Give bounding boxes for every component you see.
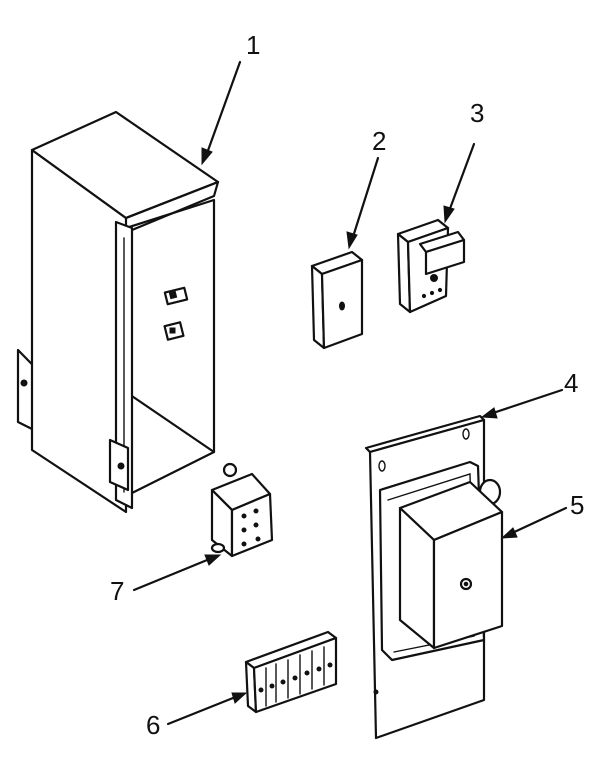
- arrowhead-icon: [346, 231, 358, 250]
- callout-3: 3: [470, 98, 484, 128]
- leader-line-7: [132, 556, 214, 592]
- leader-line-2: [350, 156, 380, 242]
- callout-4: 4: [564, 368, 578, 398]
- arrowhead-icon: [500, 527, 518, 539]
- callout-2: 2: [372, 126, 386, 156]
- callout-7: 7: [110, 576, 124, 606]
- leader-lines: [132, 60, 568, 726]
- arrowhead-icon: [480, 407, 498, 419]
- arrowhead-icon: [204, 554, 222, 566]
- arrowhead-icon: [201, 147, 213, 166]
- arrowhead-icon: [231, 692, 248, 704]
- leader-line-3: [446, 142, 476, 216]
- part-1-cabinet-housing: [16, 110, 220, 514]
- part-2-relay: [310, 250, 364, 350]
- leader-line-6: [166, 694, 240, 726]
- callout-labels: 1 2 3 4 5 6 7: [110, 30, 584, 740]
- terminal-screws: [258, 646, 333, 707]
- callout-1: 1: [246, 30, 260, 60]
- callout-5: 5: [570, 490, 584, 520]
- leader-line-4: [488, 388, 564, 416]
- arrowhead-icon: [443, 205, 455, 224]
- part-5-transformer: [378, 460, 504, 662]
- callout-6: 6: [146, 710, 160, 740]
- part-7-relay-block: [210, 462, 274, 558]
- part-6-terminal-block: [244, 630, 338, 714]
- leader-line-1: [204, 60, 242, 158]
- part-3-switch: [396, 218, 466, 314]
- leader-line-5: [508, 506, 568, 536]
